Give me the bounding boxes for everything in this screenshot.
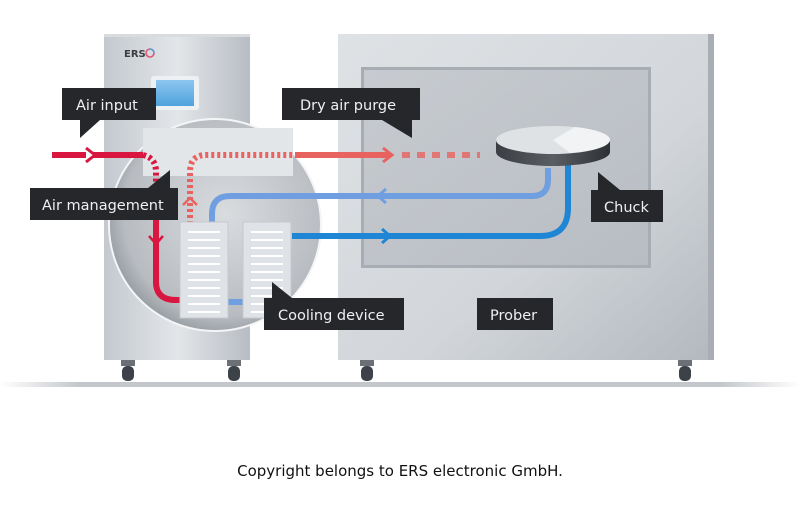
copyright-text: Copyright belongs to ERS electronic GmbH…: [237, 462, 563, 480]
label-cooling-device: Cooling device: [278, 308, 385, 324]
label-prober: Prober: [490, 308, 537, 324]
callout-air-input: Air input: [62, 88, 156, 138]
cool-air-return-line: [209, 168, 551, 230]
wheels: [121, 360, 692, 381]
arrow-chevron-icon: [381, 227, 393, 245]
label-chuck: Chuck: [604, 200, 649, 216]
arrow-chevron-icon: [182, 196, 198, 206]
purge-air-flow: [182, 146, 480, 230]
callout-chuck: Chuck: [591, 172, 663, 222]
cool-air-supply-line: [292, 160, 571, 239]
cooling-panel: [179, 221, 229, 319]
wheel: [227, 360, 241, 381]
purge-dashed-up: [187, 152, 295, 230]
brand-logo: ERS: [124, 49, 146, 60]
wheel: [360, 360, 374, 381]
control-screen: [156, 80, 194, 106]
arrow-chevron-icon: [85, 146, 98, 164]
air-down-line: [153, 190, 186, 303]
callout-cooling-device: Cooling device: [264, 282, 404, 330]
label-dry-air-purge: Dry air purge: [300, 98, 396, 114]
callout-prober: Prober: [477, 298, 553, 330]
air-management-dashed-line: [142, 152, 159, 190]
hot-air-flow: [52, 146, 186, 303]
arrow-chevron-icon: [375, 187, 387, 205]
arrow-chevron-icon: [382, 146, 395, 164]
cool-air-flow: [209, 160, 571, 305]
floor-line: [0, 382, 800, 387]
callout-air-management: Air management: [30, 170, 178, 220]
label-air-input: Air input: [76, 98, 138, 114]
chuck-device: [496, 126, 611, 166]
label-air-management: Air management: [42, 198, 164, 214]
arrow-chevron-icon: [148, 235, 164, 246]
wheel: [121, 360, 135, 381]
wheel: [678, 360, 692, 381]
callout-dry-air-purge: Dry air purge: [282, 88, 420, 138]
